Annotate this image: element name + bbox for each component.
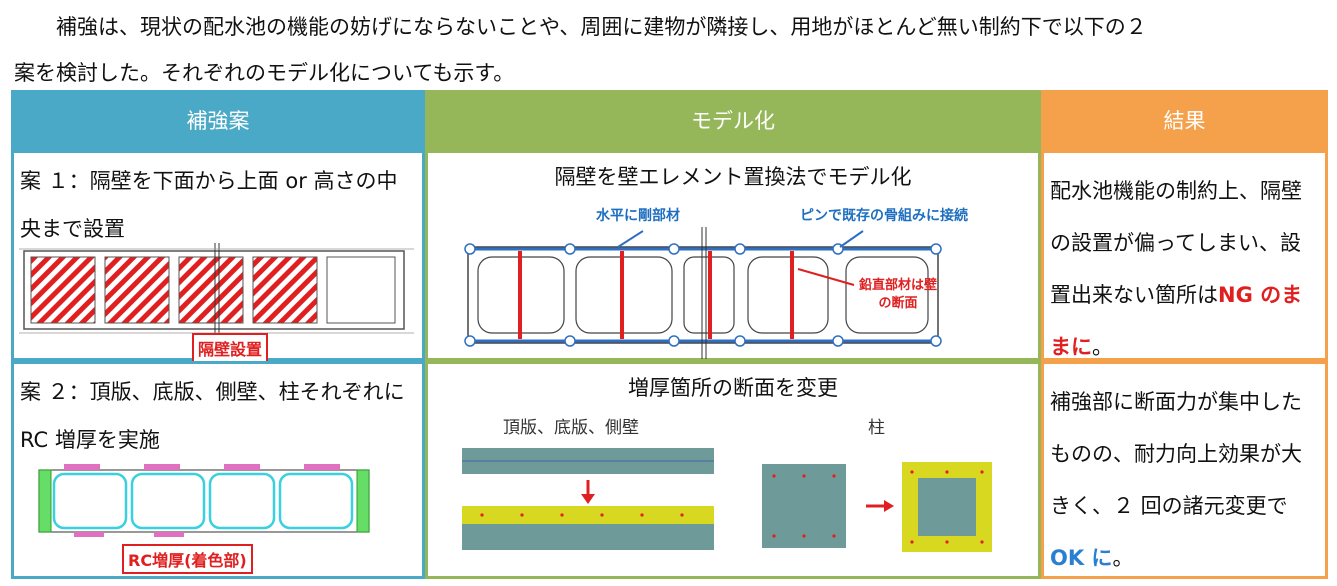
row1-frame-model-drawing bbox=[464, 227, 942, 359]
header-reinforcement-plan: 補強案 bbox=[11, 90, 425, 150]
row2-result-text: 補強部に断面力が集中したものの、耐力向上効果が大きく、２ 回の諸元変更で OK に… bbox=[1050, 376, 1320, 584]
row2-section-drawing bbox=[462, 448, 992, 552]
row2-subtitle-slabs: 頂版、底版、側壁 bbox=[503, 418, 639, 438]
row2-model-cell: 増厚箇所の断面を変更 頂版、底版、側壁 柱 bbox=[425, 361, 1041, 579]
row1-note-left: 水平に剛部材 bbox=[596, 208, 680, 224]
row1-result-cell: 配水池機能の制約上、隔壁の設置が偏ってしまい、設置出来ない箇所はNG のままに。 bbox=[1041, 150, 1328, 361]
row2-thickening-drawing bbox=[38, 464, 370, 537]
row1-result-post: 。 bbox=[1092, 335, 1113, 359]
row2-result-post: 。 bbox=[1112, 546, 1134, 570]
row1-result-ng: NG のままに bbox=[1050, 283, 1303, 359]
row1-model-cell: 隔壁を壁エレメント置換法でモデル化 水平に剛部材 ピンで既存の骨組みに接続 鉛直… bbox=[425, 150, 1041, 361]
row1-case-cell: 案 １：隔壁を下面から上面 or 高さの中央まで設置 隔壁設置 bbox=[11, 150, 425, 363]
intro-line-1: 補強は、現状の配水池の機能の妨げにならないことや、周囲に建物が隣接し、用地がほと… bbox=[56, 15, 1147, 39]
row2-result-cell: 補強部に断面力が集中したものの、耐力向上効果が大きく、２ 回の諸元変更で OK に… bbox=[1041, 361, 1328, 579]
row1-note-right: ピンで既存の骨組みに接続 bbox=[800, 208, 968, 224]
row1-partition-drawing bbox=[19, 243, 414, 337]
intro-paragraph: 補強は、現状の配水池の機能の妨げにならないことや、周囲に建物が隣接し、用地がほと… bbox=[14, 4, 1324, 96]
row1-result-text: 配水池機能の制約上、隔壁の設置が偏ってしまい、設置出来ない箇所はNG のままに。 bbox=[1050, 165, 1320, 373]
row2-result-pre: 補強部に断面力が集中したものの、耐力向上効果が大きく、２ 回の諸元変更で bbox=[1050, 390, 1302, 518]
row2-case-label: RC増厚(着色部) bbox=[122, 544, 253, 574]
row2-subtitle-column: 柱 bbox=[868, 418, 885, 438]
row1-note-red: 鉛直部材は壁の断面 bbox=[858, 278, 937, 311]
row2-model-title: 増厚箇所の断面を変更 bbox=[628, 376, 838, 400]
header-result: 結果 bbox=[1041, 90, 1328, 150]
header-modeling: モデル化 bbox=[425, 90, 1041, 150]
row1-case-text: 案 １：隔壁を下面から上面 or 高さの中央まで設置 bbox=[20, 169, 398, 241]
row2-case-cell: 案 ２：頂版、底版、側壁、柱それぞれに RC 増厚を実施 RC増厚(着色部) bbox=[11, 361, 425, 579]
row1-case-label: 隔壁設置 bbox=[192, 333, 269, 363]
row2-result-ok: OK に bbox=[1050, 546, 1113, 570]
intro-line-2: 案を検討した。それぞれのモデル化についても示す。 bbox=[14, 61, 515, 85]
row2-case-text: 案 ２：頂版、底版、側壁、柱それぞれに RC 増厚を実施 bbox=[20, 380, 405, 452]
row1-result-pre: 配水池機能の制約上、隔壁の設置が偏ってしまい、設置出来ない箇所は bbox=[1050, 179, 1302, 307]
row1-model-title: 隔壁を壁エレメント置換法でモデル化 bbox=[554, 165, 912, 189]
